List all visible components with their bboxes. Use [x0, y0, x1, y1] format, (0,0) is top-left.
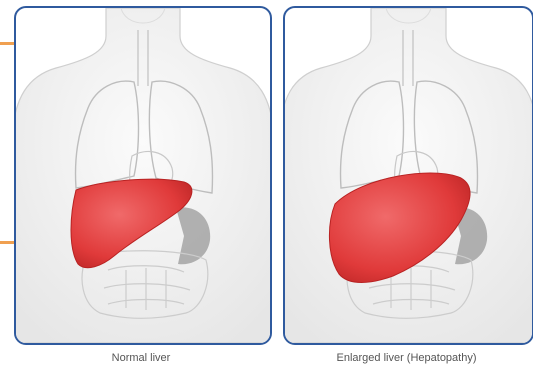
torso-illustration-normal [16, 8, 270, 343]
normal-liver-caption: Normal liver [14, 352, 268, 364]
torso-silhouette [16, 8, 270, 343]
enlarged-liver-caption: Enlarged liver (Hepatopathy) [283, 352, 530, 364]
torso-illustration-enlarged [285, 8, 532, 343]
enlarged-liver-panel [283, 6, 533, 345]
normal-liver-panel [14, 6, 272, 345]
